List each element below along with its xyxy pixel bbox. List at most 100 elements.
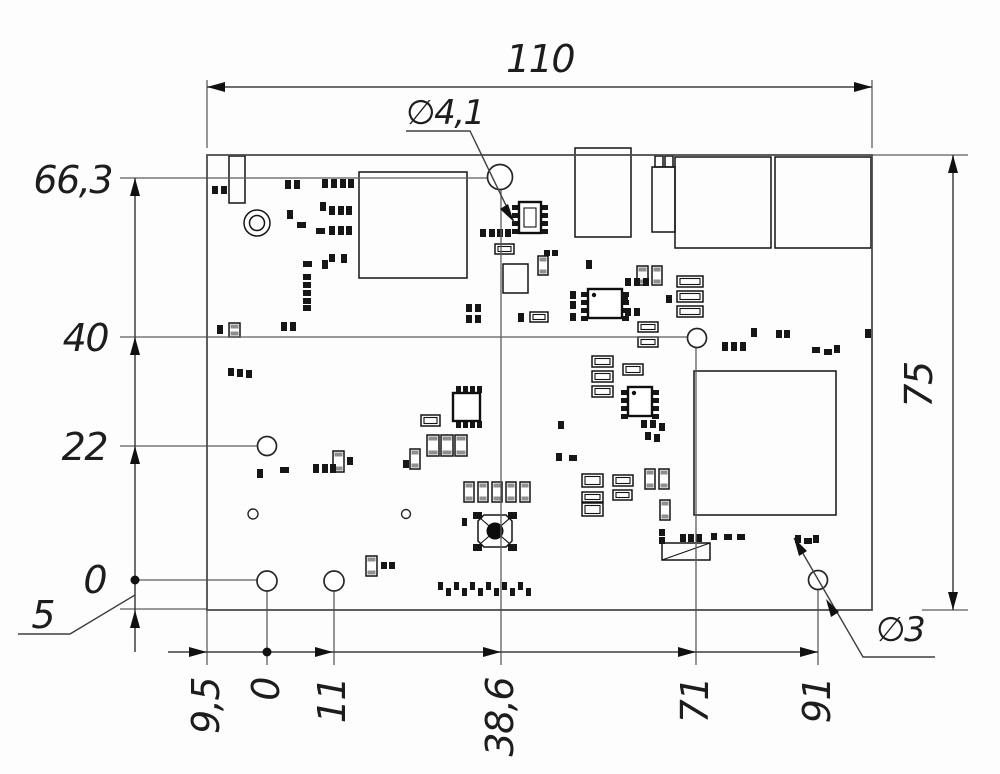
ic-pin: [541, 229, 548, 234]
smd-pad: [711, 533, 717, 540]
smd-pad: [865, 329, 871, 338]
smd-pad: [724, 534, 732, 540]
ic-pin: [541, 205, 548, 210]
resistor-inner: [625, 365, 641, 374]
ic-pin: [512, 229, 519, 234]
leader-hole-3: [793, 537, 935, 658]
ic-body: [451, 391, 482, 423]
capacitor-chip: [659, 499, 671, 521]
component-outline: [358, 171, 468, 279]
smd-pad: [478, 588, 483, 596]
resistor-chip: [637, 321, 659, 333]
mount-hole: [686, 327, 708, 349]
smd-pad: [776, 330, 782, 338]
smd-pad: [634, 278, 640, 286]
resistor-chip: [591, 385, 614, 398]
smd-pad: [740, 342, 746, 351]
leader-arrow: [500, 204, 514, 222]
smd-pad: [475, 304, 481, 312]
resistor-chip: [529, 311, 549, 323]
component-outline: [693, 370, 837, 516]
arrowhead: [130, 446, 140, 464]
cap-band: [334, 452, 343, 457]
capacitor-chip: [332, 450, 345, 473]
resistor-inner: [640, 338, 656, 346]
smd-pad: [281, 322, 287, 331]
ring-pad-outer: [243, 209, 271, 237]
via: [247, 508, 259, 520]
smd-pad: [824, 349, 832, 355]
capacitor-chip: [365, 555, 378, 577]
ring-pad-inner: [248, 214, 266, 232]
smd-pad: [438, 582, 443, 590]
smd-pad: [212, 186, 218, 194]
resistor-inner: [679, 307, 701, 316]
ordinate-x-11: 11: [310, 678, 354, 723]
ic-pin: [463, 386, 468, 393]
smd-pad: [290, 322, 296, 331]
capacitor-chip: [409, 448, 421, 470]
ic-pin: [456, 386, 461, 393]
resistor-chip: [494, 243, 515, 255]
resistor-inner: [532, 313, 546, 321]
dimension-lines: [130, 82, 958, 657]
cap-band: [442, 436, 452, 441]
smd-pad: [303, 261, 312, 267]
ordinate-x-9-5: 9,5: [184, 678, 228, 734]
cap-band: [638, 267, 647, 272]
smd-pad: [446, 588, 451, 596]
cap-band: [428, 436, 438, 441]
cap-band: [661, 501, 669, 506]
resistor-inner: [584, 504, 601, 515]
smd-pad: [480, 229, 486, 237]
smd-pad: [812, 347, 820, 353]
capacitor-chip: [651, 265, 663, 286]
cap-band: [493, 496, 501, 501]
smd-pad: [348, 179, 354, 188]
cap-band: [493, 483, 501, 488]
component-outline: [651, 166, 676, 233]
smd-pad: [659, 537, 665, 544]
resistor-chip: [581, 502, 604, 517]
cap-band: [442, 450, 452, 455]
smd-pad: [489, 229, 495, 237]
smd-pad: [641, 420, 647, 428]
smd-pad: [313, 464, 319, 473]
ic-pin: [456, 421, 461, 428]
smd-pad: [246, 370, 252, 378]
resistor-chip: [581, 491, 604, 503]
smd-pad: [462, 518, 467, 526]
smd-pad: [331, 179, 337, 188]
dimension-texts: 110 75 66,3 40 22 0 5 9,5 0 11 38,6 71 9…: [31, 37, 941, 757]
smd-pad: [403, 460, 409, 468]
ic-pin: [477, 421, 482, 428]
origin-dot-y: [130, 575, 140, 585]
smd-pad: [303, 274, 311, 280]
smd-pad: [654, 434, 660, 442]
cap-band: [660, 483, 668, 488]
smd-pad: [497, 229, 503, 237]
hole-callout-3: ∅3: [876, 610, 924, 650]
smd-pad: [552, 250, 558, 256]
smd-pad: [338, 206, 344, 215]
smd-pad: [287, 210, 293, 219]
hole-dia-4-1: [486, 163, 514, 191]
component-outline: [674, 156, 772, 249]
ic-pin: [621, 414, 628, 419]
cap-band: [507, 483, 515, 488]
resistor-inner: [584, 475, 601, 486]
smd-pad: [556, 453, 562, 461]
smd-pad: [813, 535, 819, 543]
arrowhead: [800, 647, 818, 657]
ic-pin: [581, 316, 588, 321]
smd-pad: [558, 421, 564, 429]
leader-arrow: [826, 599, 839, 617]
smd-pad: [526, 588, 531, 596]
resistor-inner: [594, 372, 611, 381]
dim-height-label: 75: [897, 362, 941, 408]
smd-pad: [303, 282, 311, 288]
arrowhead: [130, 610, 140, 628]
ordinate-x-38-6: 38,6: [478, 678, 522, 757]
capacitor-chip: [636, 265, 649, 286]
smd-pad: [346, 226, 352, 235]
